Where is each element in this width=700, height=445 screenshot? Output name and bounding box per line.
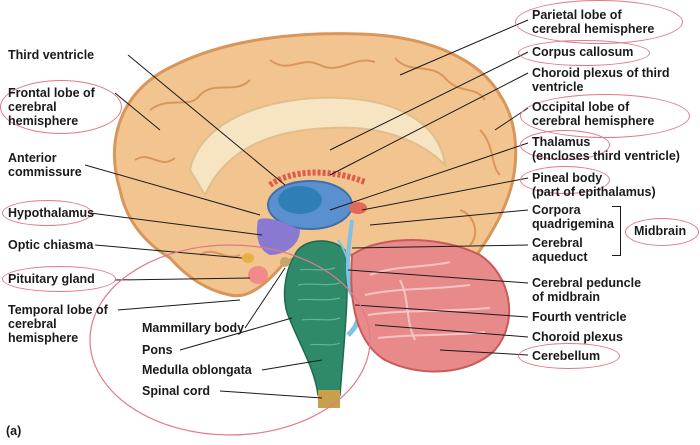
ring-pituitary [2,266,116,292]
label-thalamus: Thalamus (encloses third ventricle) [532,135,680,163]
ring-corpus-callosum [518,40,650,66]
label-pituitary-gland: Pituitary gland [8,272,95,286]
gyri [134,57,501,258]
ring-midbrain [625,218,699,246]
mammillary-body [280,257,290,267]
hypothalamus [256,218,300,255]
corpus-callosum [188,96,447,198]
label-cerebral-peduncle: Cerebral peduncle of midbrain [532,276,642,304]
choroid-plexus-third-ventricle [268,169,367,188]
ring-thalamus [520,130,610,160]
label-choroid-plexus: Choroid plexus [532,330,623,344]
label-medulla-oblongata: Medulla oblongata [142,363,252,377]
label-third-ventricle: Third ventricle [8,48,95,62]
label-hypothalamus: Hypothalamus [8,206,95,220]
spinal-cord [318,390,340,408]
ring-hypothalamus [2,200,92,226]
label-spinal-cord: Spinal cord [142,384,211,398]
label-pons: Pons [142,343,173,357]
label-frontal-lobe: Frontal lobe of cerebral hemisphere [8,86,95,128]
optic-chiasma [242,253,254,263]
temporal-lobe-highlight [89,244,371,436]
label-cerebral-aqueduct: Cerebral aqueduct [532,236,588,264]
label-corpora-quadrigemina: Corpora quadrigemina [532,203,614,231]
brainstem-striations [297,267,341,346]
ring-pineal [520,166,610,194]
panel-letter: (a) [6,424,22,438]
label-occipital-lobe: Occipital lobe of cerebral hemisphere [532,100,655,128]
cerebral-peduncle [337,239,350,276]
third-ventricle [278,186,322,214]
cerebral-aqueduct [345,219,354,291]
label-choroid-plexus-third: Choroid plexus of third ventricle [532,66,670,94]
label-parietal-lobe: Parietal lobe of cerebral hemisphere [532,8,655,36]
label-optic-chiasma: Optic chiasma [8,238,94,252]
label-temporal-lobe: Temporal lobe of cerebral hemisphere [8,303,108,345]
cerebellum [350,239,511,373]
label-anterior-commissure: Anterior commissure [8,151,82,179]
ring-frontal-lobe [0,80,122,134]
leader-lines [84,19,529,399]
midbrain-bracket [612,206,621,256]
pineal-body [349,202,367,214]
pituitary-gland [248,266,268,284]
ring-cerebellum [518,343,620,369]
label-midbrain: Midbrain [634,224,687,238]
brainstem [283,240,348,396]
label-fourth-ventricle: Fourth ventricle [532,310,627,324]
label-mammillary-body: Mammillary body [142,321,245,335]
label-pineal-body: Pineal body (part of epithalamus) [532,171,656,199]
label-corpus-callosum: Corpus callosum [532,45,634,59]
label-cerebellum: Cerebellum [532,349,601,363]
cerebrum [113,32,518,298]
